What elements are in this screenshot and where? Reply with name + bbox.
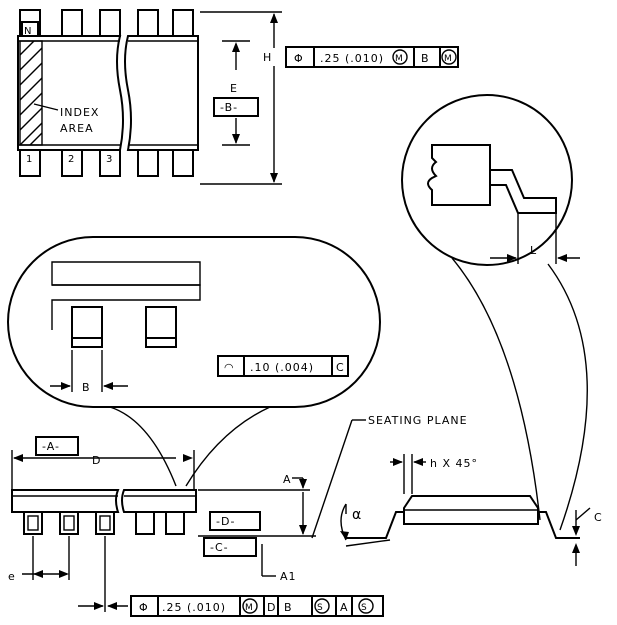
side-view: -A- D e	[8, 414, 468, 617]
svg-text:Φ: Φ	[139, 601, 149, 614]
datum-a-label: -A-	[42, 440, 60, 453]
area-label: AREA	[60, 122, 94, 135]
dim-e-small-label: e	[8, 570, 16, 583]
svg-text:Φ: Φ	[294, 52, 304, 65]
dim-b-label: B	[82, 381, 91, 394]
index-area-hatch	[19, 40, 43, 146]
lead-detail-circle: L	[401, 94, 588, 531]
dim-e-label: E	[230, 82, 238, 95]
dim-a-label: A	[283, 473, 292, 486]
datum-c-label: -C-	[210, 541, 229, 554]
pin-1-label: 1	[26, 154, 32, 165]
svg-text:S: S	[317, 603, 323, 613]
alpha-label: α	[352, 507, 361, 523]
index-label: INDEX	[60, 106, 99, 119]
end-view: h X 45° α C	[340, 454, 603, 566]
seating-plane-label: SEATING PLANE	[368, 414, 468, 427]
svg-text:D: D	[267, 601, 276, 614]
chamfer-label: h X 45°	[430, 457, 478, 470]
datum-d-label: -D-	[216, 515, 235, 528]
svg-text:M: M	[245, 603, 253, 613]
terminal-detail: B ◠ .10 (.004) C	[7, 236, 381, 487]
svg-text:C: C	[336, 361, 345, 374]
dim-a1-label: A1	[280, 570, 297, 583]
svg-text:M: M	[395, 54, 403, 64]
svg-text:.25 (.010): .25 (.010)	[162, 601, 226, 614]
pin-n-label: N	[24, 26, 31, 37]
svg-text:M: M	[444, 54, 452, 64]
datum-b-label: -B-	[220, 101, 238, 114]
pin-3-label: 3	[106, 154, 112, 165]
svg-text:.10 (.004): .10 (.004)	[250, 361, 314, 374]
svg-text:◠: ◠	[224, 361, 235, 374]
dim-l-label: L	[530, 244, 537, 257]
coplanarity-control-frame: ◠ .10 (.004) C	[217, 355, 349, 377]
bottom-feature-control-frame: Φ .25 (.010) M D B S A S	[130, 595, 384, 617]
top-feature-control-frame: Φ .25 (.010) M B M	[285, 46, 459, 68]
svg-text:B: B	[421, 52, 430, 65]
svg-text:S: S	[361, 603, 367, 613]
dim-c-label: C	[594, 511, 603, 524]
svg-text:.25 (.010): .25 (.010)	[320, 52, 384, 65]
svg-text:A: A	[340, 601, 349, 614]
svg-text:B: B	[284, 601, 293, 614]
pin-2-label: 2	[68, 154, 74, 165]
dim-d-label: D	[92, 454, 101, 467]
top-view: N 1 2 3 INDEX AREA E -B- H	[17, 9, 459, 185]
dim-h-label: H	[263, 51, 272, 64]
